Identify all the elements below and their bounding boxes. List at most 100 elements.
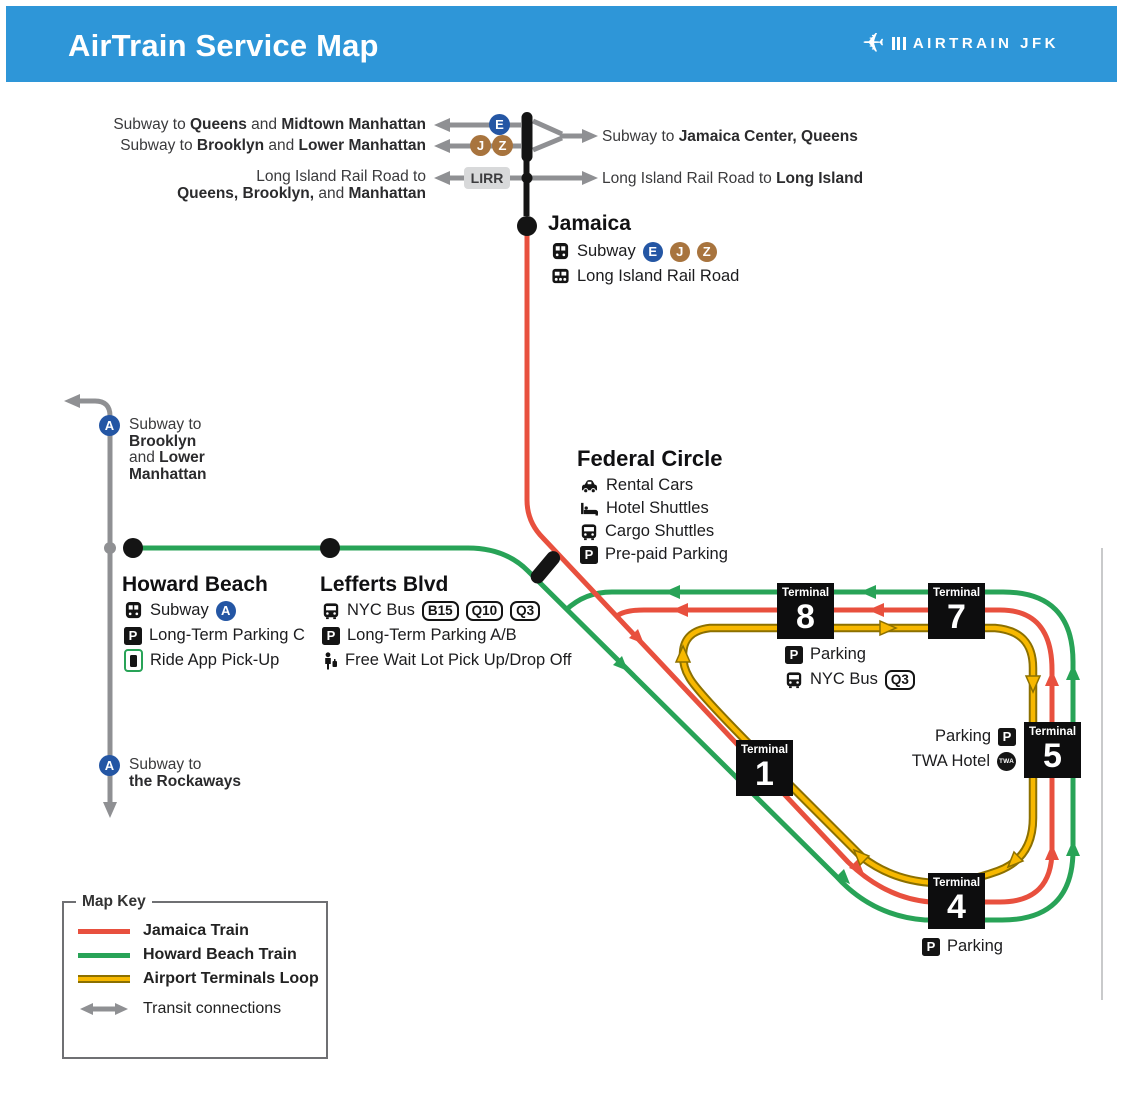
- jamaica-train-line: [524, 234, 1055, 905]
- terminal-5-parking-label: Parking: [935, 727, 991, 745]
- lefferts-parking-label: Long-Term Parking A/B: [347, 626, 517, 644]
- ride-app-icon: [124, 649, 143, 672]
- parking-icon: P: [580, 545, 598, 564]
- person-luggage-icon: [322, 651, 338, 670]
- station-markers: [123, 112, 561, 584]
- terminal-1-box: Terminal 1: [736, 740, 793, 796]
- terminal-8-caption: Terminal: [781, 587, 830, 599]
- key-jamaica-train: Jamaica Train: [78, 922, 249, 940]
- parking-icon: P: [124, 626, 142, 645]
- key-howard-beach-train: Howard Beach Train: [78, 946, 297, 964]
- lefferts-parking-row: P Long-Term Parking A/B: [322, 625, 572, 646]
- terminal-4-services: P Parking: [922, 936, 1003, 957]
- terminal-4-number: 4: [947, 888, 966, 926]
- subway-line-e-badge: E: [489, 114, 510, 135]
- subway-connections-west-label: Subway to Queens and Midtown Manhattan S…: [113, 116, 426, 154]
- rental-cars-row: Rental Cars: [580, 475, 728, 496]
- hotel-shuttles-row: Hotel Shuttles: [580, 498, 728, 519]
- terminal-8-parking-row: P Parking: [785, 644, 915, 665]
- arrow-west-lirr: [434, 171, 450, 185]
- bus-icon: [322, 602, 340, 620]
- map-key-title: Map Key: [76, 893, 152, 911]
- jamaica-services: Subway E J Z Long Island Rail Road: [551, 241, 739, 287]
- page-edge-line: [1101, 548, 1103, 1000]
- lefferts-bus-label: NYC Bus: [347, 601, 415, 619]
- ride-app-row: Ride App Pick-Up: [124, 649, 305, 672]
- terminal-4-caption: Terminal: [932, 877, 981, 889]
- subway-line-e-badge: E: [642, 241, 663, 262]
- terminals-loop-label: Airport Terminals Loop: [143, 970, 319, 987]
- terminal-8-number: 8: [796, 598, 815, 636]
- jamaica-lirr-row: Long Island Rail Road: [551, 266, 739, 287]
- transit-connections-arrow-icon: [78, 1000, 130, 1018]
- subway-line-z-badge: Z: [492, 135, 513, 156]
- bed-icon: [580, 501, 599, 516]
- wait-lot-row: Free Wait Lot Pick Up/Drop Off: [322, 650, 572, 671]
- howard-beach-parking-row: P Long-Term Parking C: [124, 625, 305, 646]
- terminal-8-bus-label: NYC Bus: [810, 670, 878, 688]
- terminal-7-box: Terminal 7: [928, 583, 985, 639]
- yellow-arrowheads: [674, 619, 1042, 869]
- a-train-brooklyn-label: Subway to Brooklyn and Lower Manhattan: [129, 416, 207, 483]
- logo-speed-bars-icon: [891, 37, 906, 50]
- terminal-8-services: P Parking NYC Bus Q3: [785, 644, 915, 690]
- parking-icon: P: [922, 937, 940, 956]
- bus-q10-badge: Q10: [465, 600, 504, 621]
- cargo-shuttles-row: Cargo Shuttles: [580, 521, 728, 542]
- bus-icon: [785, 671, 803, 689]
- arrow-east-jamaica-center: [582, 129, 598, 143]
- jamaica-subway-row: Subway E J Z: [551, 241, 739, 262]
- federal-circle-station-marker: [530, 551, 561, 584]
- arrow-west-queens: [434, 118, 450, 132]
- subway-line-j-badge: J: [470, 135, 491, 156]
- jamaica-subway-label: Subway: [577, 242, 636, 260]
- green-arrowheads: [613, 585, 1080, 884]
- page-title: AirTrain Service Map: [68, 28, 379, 63]
- federal-circle-title: Federal Circle: [577, 446, 723, 471]
- subway-line-z-badge: Z: [696, 241, 717, 262]
- parking-icon: P: [998, 727, 1016, 746]
- arrow-a-train-north: [64, 394, 80, 408]
- map-key-box: [62, 901, 328, 1059]
- jamaica-station-dot: [517, 216, 537, 236]
- header-bar: AirTrain Service Map ✈ AIRTRAIN JFK: [6, 6, 1117, 82]
- twa-hotel-icon: TWA: [997, 752, 1016, 771]
- key-transit-connections: Transit connections: [78, 1000, 281, 1018]
- howard-beach-parking-label: Long-Term Parking C: [149, 626, 305, 644]
- bus-q3-badge: Q3: [510, 600, 541, 621]
- lirr-junction-dot: [521, 172, 533, 184]
- a-train-rockaways-label: Subway to the Rockaways: [129, 756, 241, 790]
- arrow-a-train-south: [103, 802, 117, 818]
- jamaica-hub-capsule: [521, 112, 533, 162]
- jamaica-train-swatch: [78, 928, 130, 934]
- terminal-8-box: Terminal 8: [777, 583, 834, 639]
- lefferts-blvd-title: Lefferts Blvd: [320, 573, 449, 596]
- howard-beach-subway-label: Subway: [150, 601, 209, 619]
- bus-q3-badge: Q3: [884, 669, 915, 690]
- howard-beach-station-dot: [123, 538, 143, 558]
- terminal-1-caption: Terminal: [740, 744, 789, 756]
- jamaica-lirr-label: Long Island Rail Road: [577, 267, 740, 285]
- transit-connections-label: Transit connections: [143, 1000, 282, 1017]
- jamaica-train-label: Jamaica Train: [143, 922, 249, 939]
- terminal-7-caption: Terminal: [932, 587, 981, 599]
- twa-hotel-label: TWA Hotel: [911, 752, 990, 770]
- howard-beach-train-label: Howard Beach Train: [143, 946, 297, 963]
- terminal-5-box: Terminal 5: [1024, 722, 1081, 778]
- howard-beach-services: Subway A P Long-Term Parking C Ride App …: [124, 600, 305, 672]
- howard-beach-train-swatch: [78, 952, 130, 958]
- ride-app-label: Ride App Pick-Up: [150, 651, 280, 669]
- a-train-line: [80, 398, 113, 802]
- subway-line-j-badge: J: [669, 241, 690, 262]
- jamaica-center-fork-line: [531, 118, 584, 153]
- terminal-1-number: 1: [755, 755, 774, 793]
- subway-icon: [551, 242, 570, 261]
- cargo-shuttles-label: Cargo Shuttles: [605, 522, 715, 540]
- howard-beach-train-line: [133, 545, 1076, 923]
- terminal-5-parking-row: Parking P: [856, 726, 1016, 747]
- parking-icon: P: [322, 626, 340, 645]
- terminal-7-number: 7: [947, 598, 966, 636]
- terminal-8-parking-label: Parking: [810, 645, 866, 663]
